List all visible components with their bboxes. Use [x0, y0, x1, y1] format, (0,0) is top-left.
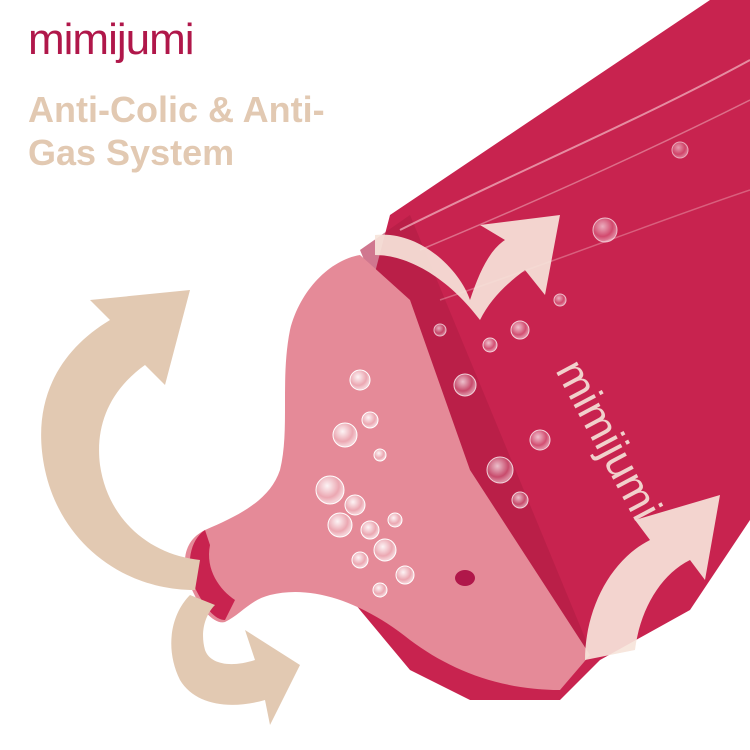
nipple-vent-hole	[455, 570, 475, 586]
air-flow-arrow-large-icon	[41, 290, 201, 590]
bottle-bubbles	[433, 141, 689, 509]
headline: Anti-Colic & Anti-Gas System	[28, 89, 325, 174]
nipple	[185, 255, 590, 690]
air-flow-arrow-small-icon	[171, 595, 300, 725]
brand-logo: mimijumi	[28, 15, 195, 64]
nipple-bubbles	[315, 369, 415, 598]
bottle-highlight	[399, 59, 750, 231]
nipple-tip	[189, 530, 235, 620]
vent-arrow-top-icon	[375, 215, 560, 320]
vent-arrow-bottom-icon	[585, 495, 720, 660]
bottle-highlight-2	[419, 99, 750, 251]
